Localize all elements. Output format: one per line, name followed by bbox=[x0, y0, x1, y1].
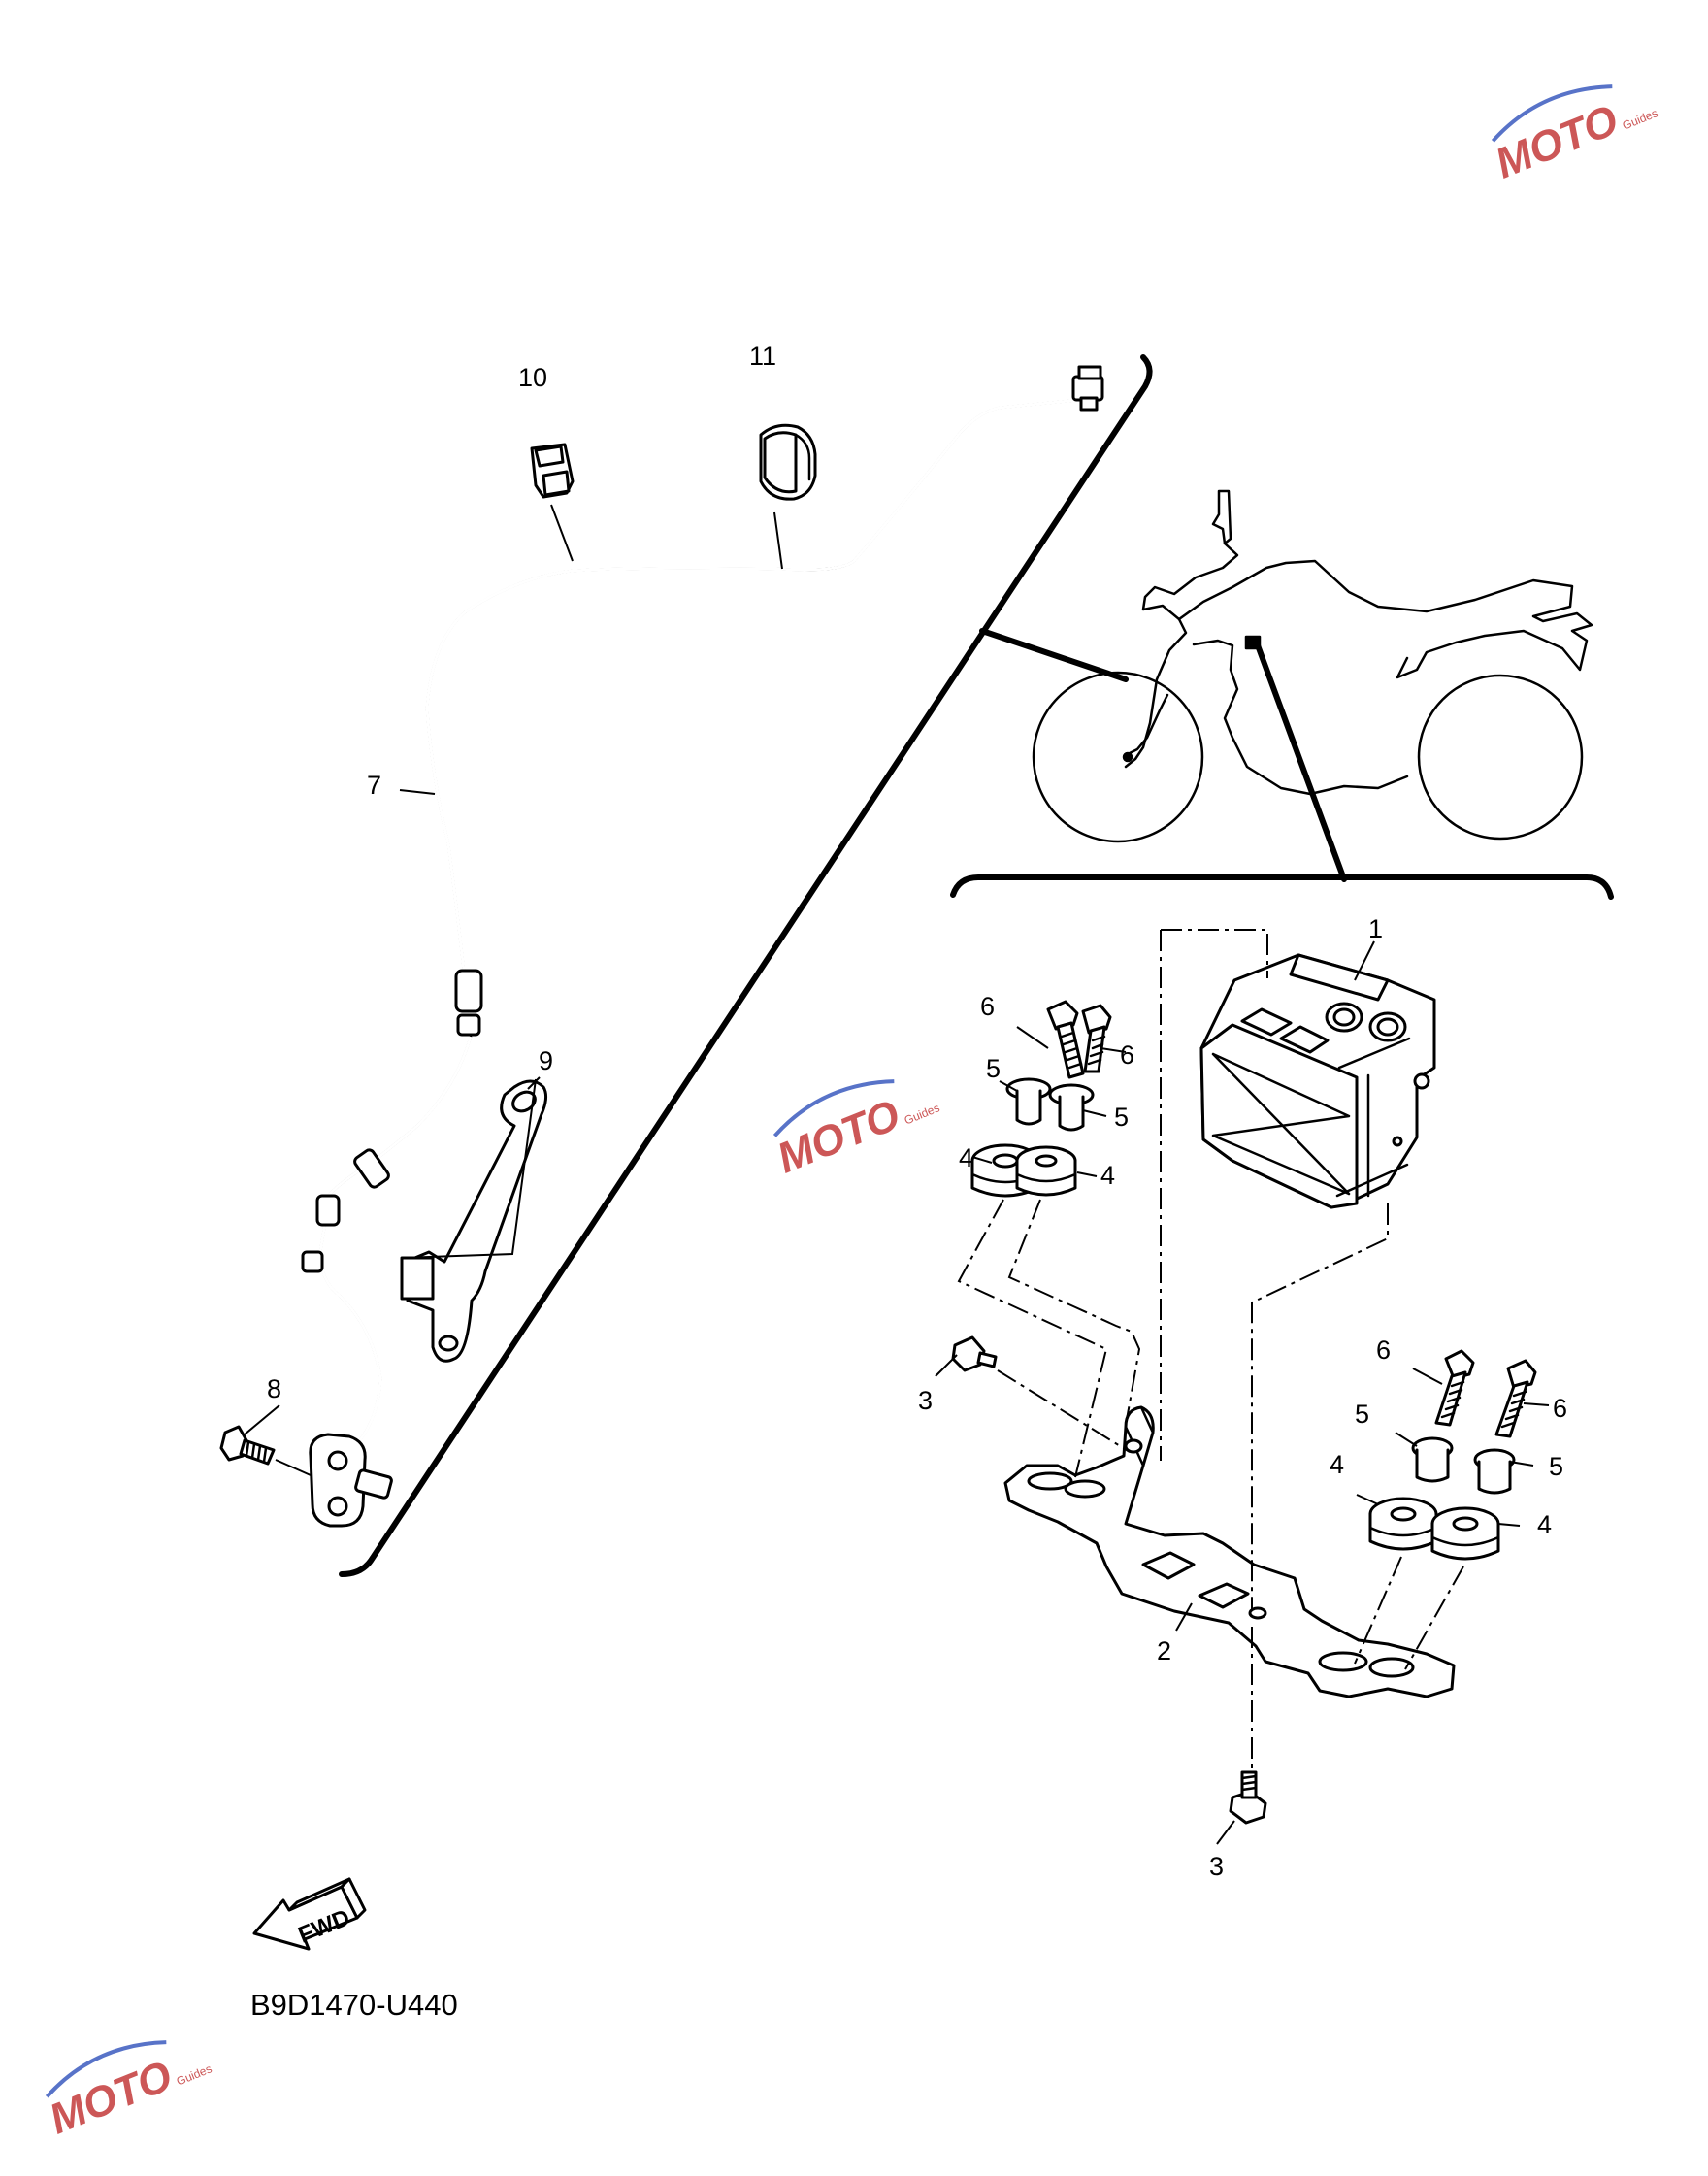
watermark-text: MOTO bbox=[771, 1091, 906, 1183]
assembly-line-g bbox=[1354, 1556, 1464, 1670]
callout-11: 11 bbox=[749, 342, 776, 371]
watermark-subtext: Guides bbox=[903, 1101, 942, 1127]
abs-hydraulic-unit bbox=[1199, 953, 1436, 1209]
abs-unit-bracket bbox=[1003, 1405, 1456, 1698]
callout-6-left-b: 6 bbox=[1120, 1040, 1134, 1070]
bolt-3-upper bbox=[951, 1335, 998, 1372]
watermark-logo-icon: MOTO Guides bbox=[43, 2040, 214, 2144]
bolt-6-right-b bbox=[1494, 1359, 1537, 1438]
assembly-line-b bbox=[1007, 1199, 1141, 1426]
watermark-logo-icon: MOTO Guides bbox=[771, 1079, 942, 1183]
grommet-4-left-b bbox=[1015, 1145, 1077, 1197]
callout-6-right-b: 6 bbox=[1553, 1394, 1567, 1423]
grommet-4-right-a bbox=[1368, 1497, 1438, 1551]
callout-4-left-a: 4 bbox=[959, 1143, 973, 1172]
diagram-code: B9D1470-U440 bbox=[250, 1988, 458, 2022]
detail-panel-frame bbox=[950, 874, 1614, 900]
wheel-sensor-head bbox=[309, 1433, 393, 1528]
callout-6-right-a: 6 bbox=[1376, 1335, 1391, 1365]
locator-leader-upper bbox=[979, 628, 1129, 682]
fwd-arrow-icon: FWD bbox=[252, 1877, 367, 1951]
callout-9: 9 bbox=[539, 1046, 553, 1075]
bolt-6-left-b bbox=[1081, 1004, 1112, 1073]
watermark-text: MOTO bbox=[43, 2052, 179, 2144]
callout-8: 8 bbox=[267, 1374, 281, 1403]
assembly-line-c bbox=[997, 1369, 1131, 1453]
watermark-logo-icon: MOTO Guides bbox=[1489, 84, 1660, 188]
cable-clamp bbox=[530, 443, 575, 499]
callout-4-right-a: 4 bbox=[1330, 1450, 1344, 1479]
collar-5-right-a bbox=[1411, 1436, 1454, 1483]
callout-3-upper: 3 bbox=[918, 1386, 933, 1415]
callout-7: 7 bbox=[367, 771, 381, 800]
callout-5-left-a: 5 bbox=[986, 1054, 1001, 1083]
bolt-3-lower bbox=[1229, 1770, 1267, 1825]
watermark-text: MOTO bbox=[1489, 96, 1625, 188]
cable-clip bbox=[759, 423, 817, 501]
assembly-line-d bbox=[1160, 929, 1268, 1461]
callout-3-lower: 3 bbox=[1209, 1852, 1224, 1881]
callout-4-left-b: 4 bbox=[1100, 1161, 1115, 1190]
callout-5-right-a: 5 bbox=[1355, 1400, 1369, 1429]
callout-2: 2 bbox=[1157, 1636, 1171, 1665]
callout-5-right-b: 5 bbox=[1549, 1452, 1563, 1481]
front-wheel-sensor bbox=[301, 365, 1104, 1528]
left-panel-divider bbox=[339, 354, 1153, 1577]
callout-1: 1 bbox=[1368, 914, 1383, 943]
collar-5-right-b bbox=[1473, 1448, 1516, 1495]
callout-5-left-b: 5 bbox=[1114, 1103, 1129, 1132]
callout-10: 10 bbox=[518, 363, 547, 392]
watermark-subtext: Guides bbox=[1621, 106, 1660, 132]
motorcycle-silhouette-icon bbox=[1032, 489, 1593, 843]
leader-lines bbox=[244, 504, 1550, 1845]
watermark-subtext: Guides bbox=[175, 2061, 214, 2088]
bolt-6-right-a bbox=[1434, 1349, 1475, 1427]
assembly-line-a bbox=[957, 1199, 1108, 1478]
bolt-6-left-a bbox=[1046, 1000, 1085, 1079]
bolt-8-axis bbox=[275, 1459, 312, 1476]
locator-leader-lower bbox=[1255, 643, 1347, 882]
bolt-8 bbox=[219, 1425, 276, 1466]
callout-4-right-b: 4 bbox=[1537, 1510, 1552, 1539]
collar-5-left-a bbox=[1005, 1077, 1052, 1126]
grommet-4-right-b bbox=[1430, 1506, 1500, 1561]
sensor-stay bbox=[400, 1079, 548, 1363]
callout-6-left-a: 6 bbox=[980, 992, 995, 1021]
assembly-line-e bbox=[1251, 1203, 1389, 1611]
sensor-connector bbox=[1071, 365, 1104, 412]
collar-5-left-b bbox=[1048, 1083, 1095, 1132]
